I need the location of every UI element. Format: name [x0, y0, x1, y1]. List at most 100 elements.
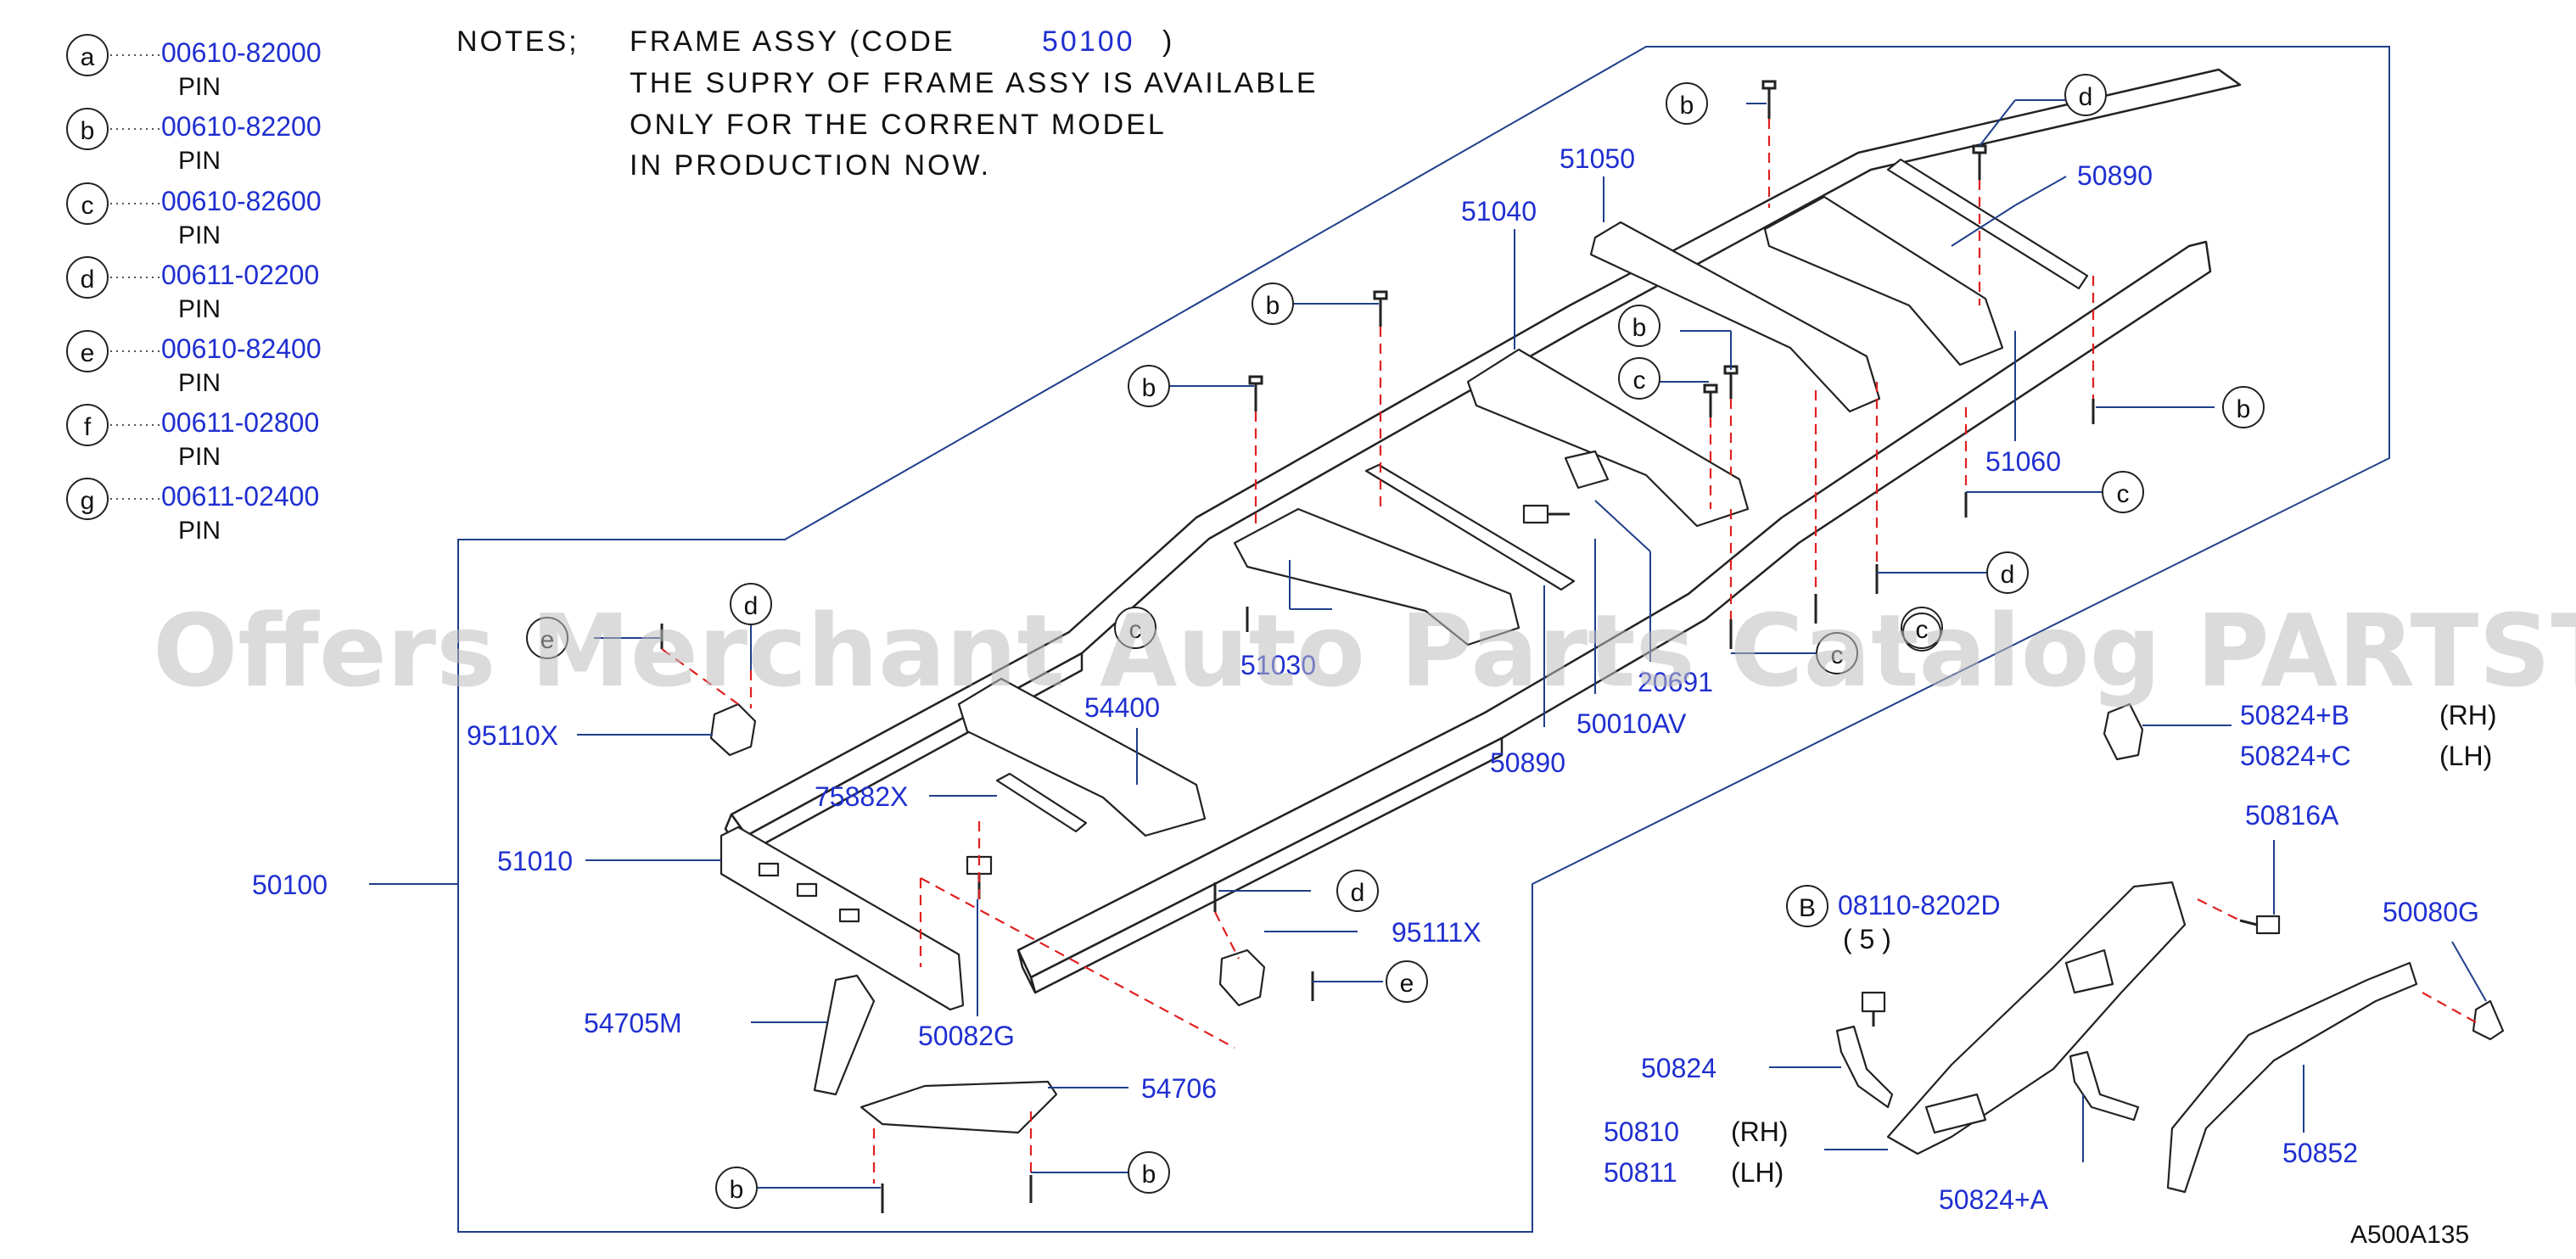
- callout-b[interactable]: b: [715, 1167, 758, 1209]
- legend-item-e: e 00610-82400 PIN: [66, 330, 322, 397]
- part-50810[interactable]: 50810: [1604, 1116, 1679, 1147]
- part-51010[interactable]: 51010: [497, 846, 573, 876]
- bolt-50010AV[interactable]: [1522, 504, 1570, 524]
- legend-code[interactable]: 00610-82600: [161, 186, 322, 216]
- watermark: Offers Merchant Auto Parts Catalog PARTS…: [153, 592, 2576, 709]
- part-51030[interactable]: 51030: [1240, 650, 1316, 680]
- part-labels: 51050 51040 50890 51060 51030 20691 5001…: [467, 143, 2497, 1215]
- svg-text:PIN: PIN: [178, 443, 221, 471]
- callout-e[interactable]: e: [526, 617, 568, 659]
- callout-c-partial[interactable]: c: [1816, 632, 1858, 674]
- notes-frame-code[interactable]: 50100: [1042, 25, 1135, 58]
- callout-b[interactable]: b: [1618, 305, 1660, 347]
- callout-d[interactable]: d: [1336, 870, 1379, 912]
- part-50824B[interactable]: 50824+B: [2240, 700, 2349, 730]
- svg-text:PIN: PIN: [178, 517, 221, 545]
- part-50080G[interactable]: 50080G: [2383, 897, 2479, 927]
- part-50824[interactable]: 50824: [1641, 1053, 1716, 1083]
- legend-code[interactable]: 00611-02200: [161, 260, 319, 290]
- svg-text:b: b: [2237, 395, 2251, 423]
- legend-code[interactable]: 00610-82000: [161, 37, 322, 68]
- legend-item-a: a 00610-82000 PIN: [66, 34, 322, 101]
- bracket-54705M[interactable]: [813, 974, 876, 1096]
- part-50890[interactable]: 50890: [2077, 160, 2153, 191]
- part-20691[interactable]: 20691: [1638, 667, 1713, 697]
- part-08110-8202D[interactable]: 08110-8202D: [1838, 890, 2001, 920]
- leader-lines: [577, 99, 2487, 1189]
- callout-e[interactable]: e: [1386, 960, 1428, 1003]
- part-50890[interactable]: 50890: [1490, 747, 1565, 778]
- part-51040[interactable]: 51040: [1461, 196, 1537, 227]
- part-95110X[interactable]: 95110X: [467, 720, 558, 751]
- clip-20691[interactable]: [1564, 450, 1610, 490]
- part-50100[interactable]: 50100: [252, 870, 328, 900]
- bar-50890-bottom[interactable]: [1364, 463, 1576, 591]
- callout-c[interactable]: c: [1901, 607, 1943, 649]
- callout-e-partial[interactable]: [1902, 613, 1941, 652]
- legend-code[interactable]: 00611-02800: [161, 407, 319, 438]
- svg-text:b: b: [1142, 374, 1156, 402]
- svg-text:d: d: [2001, 561, 2015, 589]
- bracket-50824BC[interactable]: [2103, 702, 2144, 761]
- svg-text:b: b: [1632, 314, 1647, 342]
- svg-text:f: f: [84, 413, 92, 441]
- diagram-id: A500A135: [2350, 1221, 2469, 1249]
- svg-text:e: e: [1400, 970, 1414, 998]
- svg-text:g: g: [81, 487, 95, 515]
- part-51060[interactable]: 51060: [1985, 446, 2061, 477]
- callout-b[interactable]: b: [1128, 1151, 1170, 1194]
- part-50811[interactable]: 50811: [1604, 1157, 1677, 1188]
- callout-c[interactable]: c: [1114, 607, 1156, 649]
- callout-b[interactable]: b: [1252, 283, 1294, 325]
- svg-text:b: b: [1680, 92, 1694, 120]
- part-54705M[interactable]: 54705M: [584, 1008, 682, 1038]
- part-50082G[interactable]: 50082G: [918, 1021, 1015, 1051]
- legend-item-b: b 00610-82200 PIN: [66, 108, 322, 175]
- crossmember-51030[interactable]: [1233, 507, 1520, 646]
- callout-b[interactable]: b: [1128, 365, 1170, 407]
- callout-c[interactable]: c: [1618, 357, 1660, 400]
- crossmember-54400[interactable]: [957, 677, 1207, 837]
- svg-text:(LH): (LH): [2439, 741, 2492, 771]
- mount-95110X[interactable]: [709, 702, 757, 757]
- legend-code[interactable]: 00611-02400: [161, 481, 319, 512]
- bolt-50816A[interactable]: [2239, 915, 2281, 935]
- callout-d[interactable]: d: [730, 583, 772, 625]
- callout-c[interactable]: c: [2102, 471, 2144, 513]
- crossmember-51050[interactable]: [1589, 221, 1881, 413]
- part-50824C[interactable]: 50824+C: [2240, 741, 2351, 771]
- crossmember-51040[interactable]: [1466, 348, 1750, 528]
- part-50852[interactable]: 50852: [2282, 1138, 2358, 1168]
- callout-b[interactable]: b: [2222, 386, 2265, 428]
- part-95111X[interactable]: 95111X: [1392, 917, 1481, 948]
- rail-50810-50811[interactable]: [1886, 881, 2187, 1155]
- legend-code[interactable]: 00610-82200: [161, 111, 322, 142]
- bracket-75882X[interactable]: [995, 772, 1088, 833]
- part-51050[interactable]: 51050: [1560, 143, 1635, 174]
- callout-B[interactable]: B: [1786, 885, 1828, 927]
- part-54400[interactable]: 54400: [1084, 692, 1160, 723]
- svg-text:e: e: [540, 626, 555, 654]
- cover-50852[interactable]: [2166, 961, 2418, 1194]
- crossmember-51060[interactable]: [1763, 195, 2004, 367]
- callout-d[interactable]: d: [2064, 74, 2107, 116]
- part-54706[interactable]: 54706: [1141, 1073, 1217, 1104]
- frame-rails: [724, 68, 2242, 994]
- svg-text:ONLY FOR THE CORRENT MODEL: ONLY FOR THE CORRENT MODEL: [630, 109, 1167, 141]
- bracket-50824A[interactable]: [2069, 1050, 2140, 1122]
- part-75882X[interactable]: 75882X: [815, 781, 908, 812]
- callout-b[interactable]: b: [1666, 82, 1708, 125]
- mount-95111X[interactable]: [1218, 948, 1266, 1007]
- plate-54706[interactable]: [860, 1080, 1058, 1134]
- part-50010AV[interactable]: 50010AV: [1576, 708, 1687, 739]
- part-50824A[interactable]: 50824+A: [1939, 1184, 2049, 1215]
- bracket-50824[interactable]: [1835, 1025, 1894, 1109]
- callout-d[interactable]: d: [1986, 551, 2029, 594]
- bar-50890-top[interactable]: [1886, 158, 2089, 290]
- bolt-08110-8202D[interactable]: [1861, 991, 1886, 1027]
- crossmembers: [957, 158, 2089, 837]
- legend-code[interactable]: 00610-82400: [161, 333, 322, 364]
- clip-50080G[interactable]: [2472, 999, 2505, 1041]
- callouts: b d b b b c b c d c e d c d e b b c: [526, 74, 2265, 1209]
- part-50816A[interactable]: 50816A: [2245, 800, 2339, 831]
